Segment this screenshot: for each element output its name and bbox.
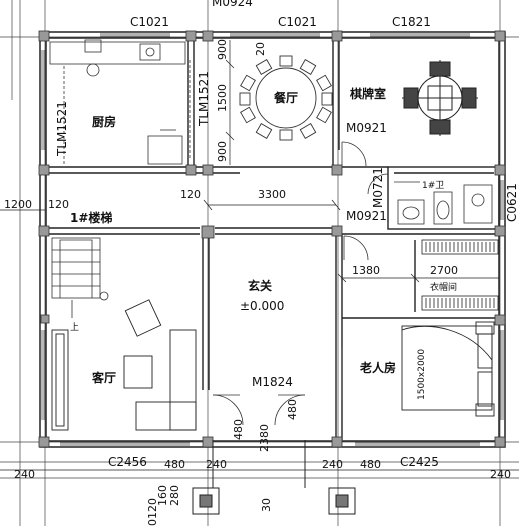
- dim-20: 20: [254, 42, 267, 56]
- window-label-top-mid: C1021: [278, 15, 317, 29]
- dim-3300: 3300: [258, 188, 286, 201]
- dim-bottom-0120: 0120: [146, 498, 159, 526]
- exterior-walls: [39, 31, 506, 448]
- stairs-label: 1#楼梯: [70, 210, 112, 225]
- door-label-main: M1824: [252, 375, 293, 389]
- dim-240-a: 240: [14, 468, 35, 481]
- foyer-label: 玄关: [248, 278, 272, 293]
- living-label: 客厅: [91, 370, 116, 385]
- closet-racks: [421, 239, 499, 311]
- closet-hangers: [425, 242, 495, 308]
- chess-table: [402, 60, 478, 136]
- door-label-dining-glass: TLM1521: [197, 71, 211, 127]
- dim-240-b: 240: [206, 458, 227, 471]
- door-label-chess: M0921: [346, 121, 387, 135]
- door-label-kitchen-glass: TLM1521: [55, 101, 69, 157]
- dim-240-d: 240: [490, 468, 511, 481]
- closet-label: 衣帽间: [430, 281, 457, 293]
- windows: [41, 33, 504, 446]
- glass-doors: [63, 60, 191, 164]
- window-label-bottom-left: C2456: [108, 455, 147, 469]
- dim-240-c: 240: [322, 458, 343, 471]
- dim-2700: 2700: [430, 264, 458, 277]
- door-label-bath-h: M0921: [346, 209, 387, 223]
- window-label-bottom-right: C2425: [400, 455, 439, 469]
- dim-bottom-160: 160: [156, 485, 169, 506]
- kitchen-counter: [49, 39, 186, 165]
- dim-120-a: 120: [180, 188, 201, 201]
- elevation-label: ±0.000: [240, 299, 284, 313]
- door-swings: [212, 141, 389, 426]
- dim-1200: 1200: [4, 198, 32, 211]
- dim-480-b: 480: [360, 458, 381, 471]
- dim-480-a: 480: [164, 458, 185, 471]
- stairs: [51, 237, 109, 318]
- dim-1500: 1500: [216, 84, 229, 112]
- living-furniture: [51, 299, 197, 431]
- dim-bottom-280: 280: [168, 485, 181, 506]
- window-label-top-left: C1021: [130, 15, 169, 29]
- dim-2380: 2380: [258, 424, 271, 452]
- stair-up-label: 上: [70, 322, 79, 333]
- bathroom-fixtures: [394, 181, 493, 225]
- dim-480-v1: 480: [232, 419, 245, 440]
- bed: [401, 321, 495, 417]
- dim-900-top: 900: [216, 39, 229, 60]
- dimension-lines: [0, 40, 519, 471]
- dining-table: [239, 55, 333, 141]
- porch: [192, 440, 356, 515]
- door-label-bath-v: M0721: [371, 167, 385, 208]
- dim-bottom-30: 30: [260, 498, 273, 512]
- elder-bedroom-label: 老人房: [360, 360, 396, 375]
- door-label-top-partial: M0924: [212, 0, 253, 9]
- interior-walls: [46, 38, 500, 440]
- window-label-right-side: C0621: [505, 183, 519, 222]
- columns: [38, 30, 506, 448]
- dining-label: 餐厅: [274, 90, 298, 105]
- chess-label: 棋牌室: [350, 86, 386, 101]
- dim-120-b: 120: [48, 198, 69, 211]
- dim-1380: 1380: [352, 264, 380, 277]
- bed-size-label: 1500x2000: [417, 349, 427, 400]
- dim-480-v2: 480: [286, 399, 299, 420]
- kitchen-label: 厨房: [92, 114, 116, 129]
- bath-label: 1#卫: [422, 181, 444, 191]
- window-label-top-right: C1821: [392, 15, 431, 29]
- dim-900-bottom: 900: [216, 141, 229, 162]
